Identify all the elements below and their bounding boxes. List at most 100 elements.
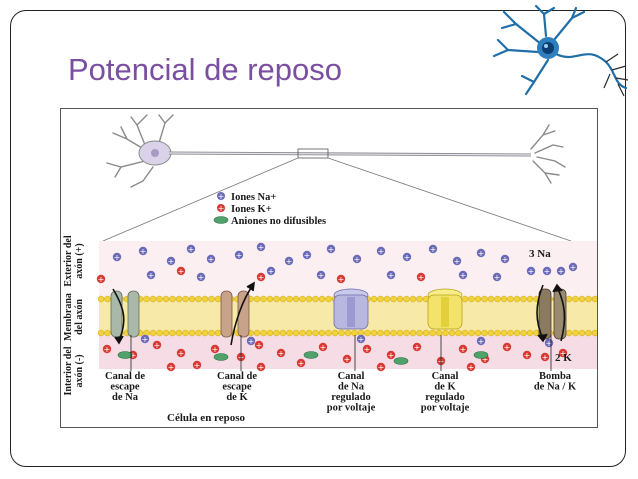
lipid-head <box>461 295 469 303</box>
k-particle: + <box>102 344 112 354</box>
channel-label-line: Canal de <box>105 371 145 382</box>
lipid-head <box>396 295 404 303</box>
lipid-head <box>390 329 397 337</box>
na-particle: + <box>542 266 552 276</box>
lipid-head <box>156 329 163 337</box>
svg-text:+: + <box>148 271 155 280</box>
lipid-head <box>156 295 163 303</box>
lipid-head <box>143 295 150 303</box>
anion-particle <box>473 351 489 359</box>
svg-text:+: + <box>278 349 285 358</box>
k-particle: + <box>176 348 186 358</box>
svg-text:+: + <box>236 251 243 260</box>
lipid-head <box>383 295 391 303</box>
na-particle: + <box>234 250 244 260</box>
lipid-head <box>507 329 514 337</box>
na-particle: + <box>186 244 196 254</box>
na-particle: + <box>452 256 462 266</box>
lipid-head <box>97 295 105 303</box>
lipid-head <box>442 329 449 337</box>
interior-label: axón (-) <box>74 354 85 387</box>
svg-text:+: + <box>114 253 121 262</box>
svg-text:+: + <box>304 251 311 260</box>
pump-label-top: 3 Na <box>529 248 551 260</box>
lipid-head <box>318 329 326 337</box>
svg-text:+: + <box>524 351 531 360</box>
na-particle: + <box>112 252 122 262</box>
lipid-head <box>520 295 527 303</box>
lipid-head <box>201 329 209 337</box>
lipid-head <box>390 295 397 303</box>
svg-text:+: + <box>198 273 205 282</box>
lipid-head <box>578 295 586 303</box>
lipid-head <box>195 295 202 303</box>
lipid-head <box>513 295 521 303</box>
svg-text:+: + <box>98 275 105 284</box>
na-particle: + <box>352 254 362 264</box>
k-particle: + <box>256 272 266 282</box>
lipid-head <box>169 329 176 337</box>
lipid-head <box>474 295 482 303</box>
legend-ion-sign: + <box>218 204 225 213</box>
k-particle: + <box>166 362 176 372</box>
exterior-region <box>99 241 597 297</box>
na-particle: + <box>428 244 438 254</box>
na-particle: + <box>326 244 336 254</box>
k-particle: + <box>540 352 550 362</box>
na-particle: + <box>246 336 256 346</box>
channel-label-line: de Na <box>112 392 139 403</box>
svg-text:+: + <box>140 247 147 256</box>
lipid-head <box>494 295 501 303</box>
lipid-head <box>312 295 319 303</box>
k-voltage-channel <box>427 288 463 330</box>
lipid-head <box>312 329 319 337</box>
lipid-head <box>273 329 280 337</box>
k-particle: + <box>254 340 264 350</box>
lipid-head <box>201 295 209 303</box>
lipid-head <box>299 329 306 337</box>
svg-text:+: + <box>318 271 325 280</box>
lipid-head <box>565 329 573 337</box>
lipid-head <box>318 295 326 303</box>
channel-label-line: Canal <box>338 371 365 382</box>
lipid-head <box>435 329 443 337</box>
svg-text:+: + <box>542 353 549 362</box>
anion-particle <box>213 353 229 361</box>
ion-legend: +Iones Na++Iones K+Aniones no difusibles <box>213 192 326 227</box>
svg-text:+: + <box>154 341 161 350</box>
lipid-head <box>279 329 287 337</box>
diagram-canvas: +Iones Na++Iones K+Aniones no difusibles… <box>63 114 597 424</box>
svg-text:+: + <box>258 363 265 372</box>
channel-label-line: escape <box>222 382 251 393</box>
lipid-head <box>325 295 332 303</box>
svg-text:+: + <box>570 263 577 272</box>
interior-label: Interior del <box>63 346 74 395</box>
lipid-head <box>468 329 475 337</box>
lipid-head <box>578 329 586 337</box>
lipid-head <box>461 329 469 337</box>
svg-text:+: + <box>286 257 293 266</box>
lipid-head <box>468 295 475 303</box>
lipid-head <box>286 295 293 303</box>
membrane-label: del axón <box>74 299 85 335</box>
na-voltage-channel <box>333 288 369 330</box>
lipid-head <box>429 329 436 337</box>
lipid-head <box>396 329 404 337</box>
lipid-head <box>409 329 417 337</box>
legend-ion-sign: + <box>218 192 225 201</box>
lipid-head <box>149 295 157 303</box>
lipid-head <box>585 295 592 303</box>
neuron-drawing <box>102 114 572 242</box>
svg-text:+: + <box>414 343 421 352</box>
svg-text:+: + <box>298 359 305 368</box>
legend-item: +Iones Na+ <box>217 192 276 203</box>
membrane-channels <box>110 288 567 340</box>
svg-text:+: + <box>504 343 511 352</box>
na-particle: + <box>544 338 554 348</box>
lipid-head <box>214 295 222 303</box>
lipid-head <box>208 329 215 337</box>
na-particle: + <box>376 246 386 256</box>
